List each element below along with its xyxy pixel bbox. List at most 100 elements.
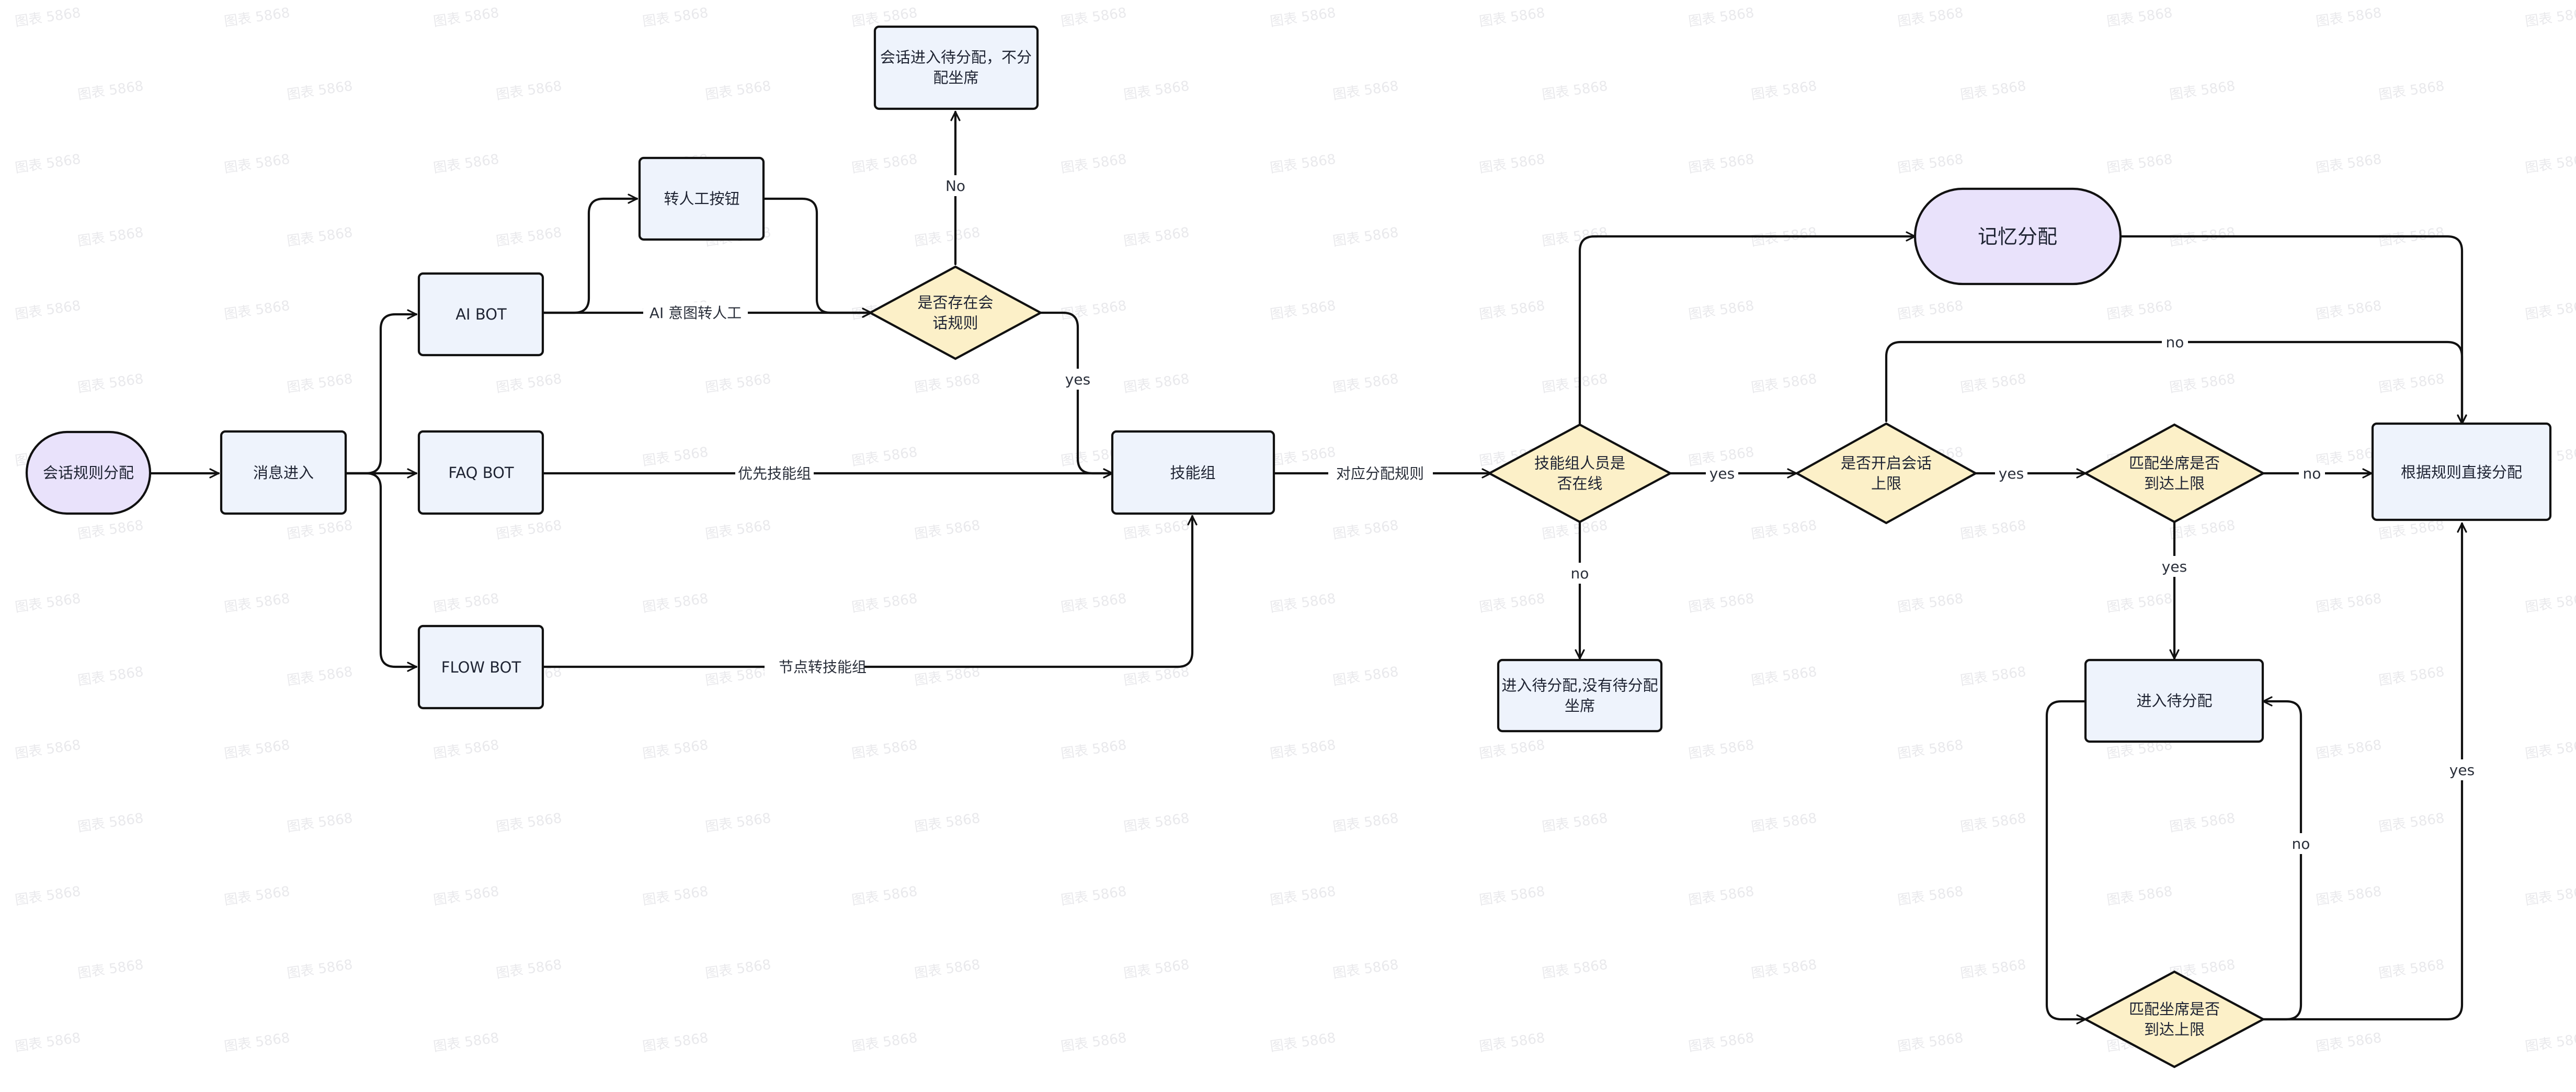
watermark-text: 图表 5868 xyxy=(1688,1030,1755,1055)
memory-assign-label: 记忆分配 xyxy=(1978,225,2057,248)
watermark-text: 图表 5868 xyxy=(1897,591,1964,616)
ai-bot-process[interactable]: AI BOT xyxy=(417,272,544,357)
watermark-text: 图表 5868 xyxy=(14,298,82,323)
watermark-text: 图表 5868 xyxy=(1688,5,1755,30)
watermark-text: 图表 5868 xyxy=(2315,591,2383,616)
watermark-text: 图表 5868 xyxy=(1750,78,1818,103)
watermark-text: 图表 5868 xyxy=(1269,152,1337,176)
watermark-text: 图表 5868 xyxy=(2524,152,2576,176)
watermark-text: 图表 5868 xyxy=(1541,811,1609,835)
watermark-text: 图表 5868 xyxy=(495,957,563,982)
watermark-text: 图表 5868 xyxy=(2524,298,2576,323)
watermark-text: 图表 5868 xyxy=(1541,957,1609,982)
watermark-text: 图表 5868 xyxy=(286,518,354,542)
edge-message-to-ai-bot xyxy=(344,309,418,475)
watermark-text: 图表 5868 xyxy=(1750,957,1818,982)
edge-label-yes-rule: yes xyxy=(1065,371,1090,388)
watermark-text: 图表 5868 xyxy=(286,371,354,396)
watermark-text: 图表 5868 xyxy=(704,811,772,835)
watermark-text: 图表 5868 xyxy=(1750,811,1818,835)
watermark-text: 图表 5868 xyxy=(1332,225,1399,249)
watermark-text: 图表 5868 xyxy=(286,225,354,249)
watermark-text: 图表 5868 xyxy=(223,298,291,323)
watermark-text: 图表 5868 xyxy=(1478,884,1546,908)
transfer-button-process[interactable]: 转人工按钮 xyxy=(638,156,765,241)
edge-label-no-upper: No xyxy=(945,177,965,195)
watermark-text: 图表 5868 xyxy=(2106,5,2173,30)
watermark-text: 图表 5868 xyxy=(1060,298,1127,323)
watermark-text: 图表 5868 xyxy=(914,811,981,835)
watermark-text: 图表 5868 xyxy=(914,957,981,982)
watermark-text: 图表 5868 xyxy=(432,591,500,616)
no-assign-process[interactable]: 会话进入待分配，不分配坐席 xyxy=(873,25,1039,110)
edge-memory-to-direct xyxy=(2119,235,2467,425)
watermark-text: 图表 5868 xyxy=(1897,884,1964,908)
edge-limit2-yes xyxy=(2262,522,2467,1021)
watermark-text: 图表 5868 xyxy=(1123,371,1190,396)
flow-bot-process[interactable]: FLOW BOT xyxy=(417,624,544,710)
watermark-text: 图表 5868 xyxy=(642,884,709,908)
node-label-line: 会话进入待分配，不分 xyxy=(880,49,1032,66)
start-terminal[interactable]: 会话规则分配 xyxy=(25,430,152,515)
watermark-text: 图表 5868 xyxy=(1332,957,1399,982)
watermark-text: 图表 5868 xyxy=(1332,664,1399,689)
node-label-line: 匹配坐席是否 xyxy=(2129,454,2220,472)
message-in-label: 消息进入 xyxy=(253,464,314,482)
node-label-line: 技能组 xyxy=(1170,464,1215,482)
flow-bot-label: FLOW BOT xyxy=(441,658,521,676)
watermark-text: 图表 5868 xyxy=(1060,737,1127,762)
node-label-line: 会话规则分配 xyxy=(43,464,134,482)
edge-label-yes-online: yes xyxy=(1709,465,1735,482)
watermark-text: 图表 5868 xyxy=(2106,298,2173,323)
watermark-text: 图表 5868 xyxy=(2315,152,2383,176)
watermark-text: 图表 5868 xyxy=(2378,957,2445,982)
pending-process[interactable]: 进入待分配 xyxy=(2084,658,2264,743)
watermark-text: 图表 5868 xyxy=(1060,591,1127,616)
memory-assign-terminal[interactable]: 记忆分配 xyxy=(1913,187,2122,286)
watermark-text: 图表 5868 xyxy=(2315,737,2383,762)
edge-online-to-memory xyxy=(1578,231,1917,425)
watermark-text: 图表 5868 xyxy=(1123,518,1190,542)
watermark-text: 图表 5868 xyxy=(2378,664,2445,689)
node-label-line: 坐席 xyxy=(1565,697,1595,715)
watermark-text: 图表 5868 xyxy=(1688,298,1755,323)
watermark-text: 图表 5868 xyxy=(1269,5,1337,30)
watermark-text: 图表 5868 xyxy=(2524,591,2576,616)
watermark-text: 图表 5868 xyxy=(914,371,981,396)
message-in-process[interactable]: 消息进入 xyxy=(220,430,347,515)
agent-limit-decision-2[interactable]: 匹配坐席是否到达上限 xyxy=(2083,970,2266,1068)
skill-group-process[interactable]: 技能组 xyxy=(1111,430,1275,515)
watermark-text: 图表 5868 xyxy=(14,1030,82,1055)
watermark-text: 图表 5868 xyxy=(286,78,354,103)
start-terminal-label: 会话规则分配 xyxy=(43,464,134,482)
node-label-line: 技能组人员是 xyxy=(1534,454,1625,472)
rule-exists-decision[interactable]: 是否存在会话规则 xyxy=(868,265,1043,360)
faq-bot-process[interactable]: FAQ BOT xyxy=(417,430,544,515)
agent-limit-decision-1[interactable]: 匹配坐席是否到达上限 xyxy=(2083,423,2266,524)
faq-bot-label: FAQ BOT xyxy=(448,464,514,482)
watermark-text: 图表 5868 xyxy=(851,445,918,469)
watermark-text: 图表 5868 xyxy=(2524,737,2576,762)
node-label-line: 记忆分配 xyxy=(1978,225,2057,248)
watermark-text: 图表 5868 xyxy=(1060,884,1127,908)
transfer-button-label: 转人工按钮 xyxy=(664,190,739,208)
watermark-text: 图表 5868 xyxy=(77,811,144,835)
watermark-text: 图表 5868 xyxy=(1959,78,2027,103)
direct-assign-process[interactable]: 根据规则直接分配 xyxy=(2371,422,2552,521)
agent-limit-1-label: 匹配坐席是否到达上限 xyxy=(2129,454,2220,493)
watermark-text: 图表 5868 xyxy=(1478,737,1546,762)
watermark-text: 图表 5868 xyxy=(1897,1030,1964,1055)
node-label-line: AI BOT xyxy=(455,305,507,323)
watermark-text: 图表 5868 xyxy=(1269,445,1337,469)
watermark-text: 图表 5868 xyxy=(914,225,981,249)
online-check-decision[interactable]: 技能组人员是否在线 xyxy=(1487,423,1673,524)
session-limit-decision[interactable]: 是否开启会话上限 xyxy=(1794,422,1978,525)
node-label-line: 消息进入 xyxy=(253,464,314,482)
watermark-text: 图表 5868 xyxy=(432,1030,500,1055)
node-label-line: 进入待分配 xyxy=(2136,692,2212,710)
watermark-text: 图表 5868 xyxy=(851,152,918,176)
node-label-line: 根据规则直接分配 xyxy=(2401,463,2522,481)
pending-no-agent-process[interactable]: 进入待分配,没有待分配坐席 xyxy=(1497,658,1663,733)
watermark-text: 图表 5868 xyxy=(2106,884,2173,908)
watermark-text: 图表 5868 xyxy=(77,225,144,249)
